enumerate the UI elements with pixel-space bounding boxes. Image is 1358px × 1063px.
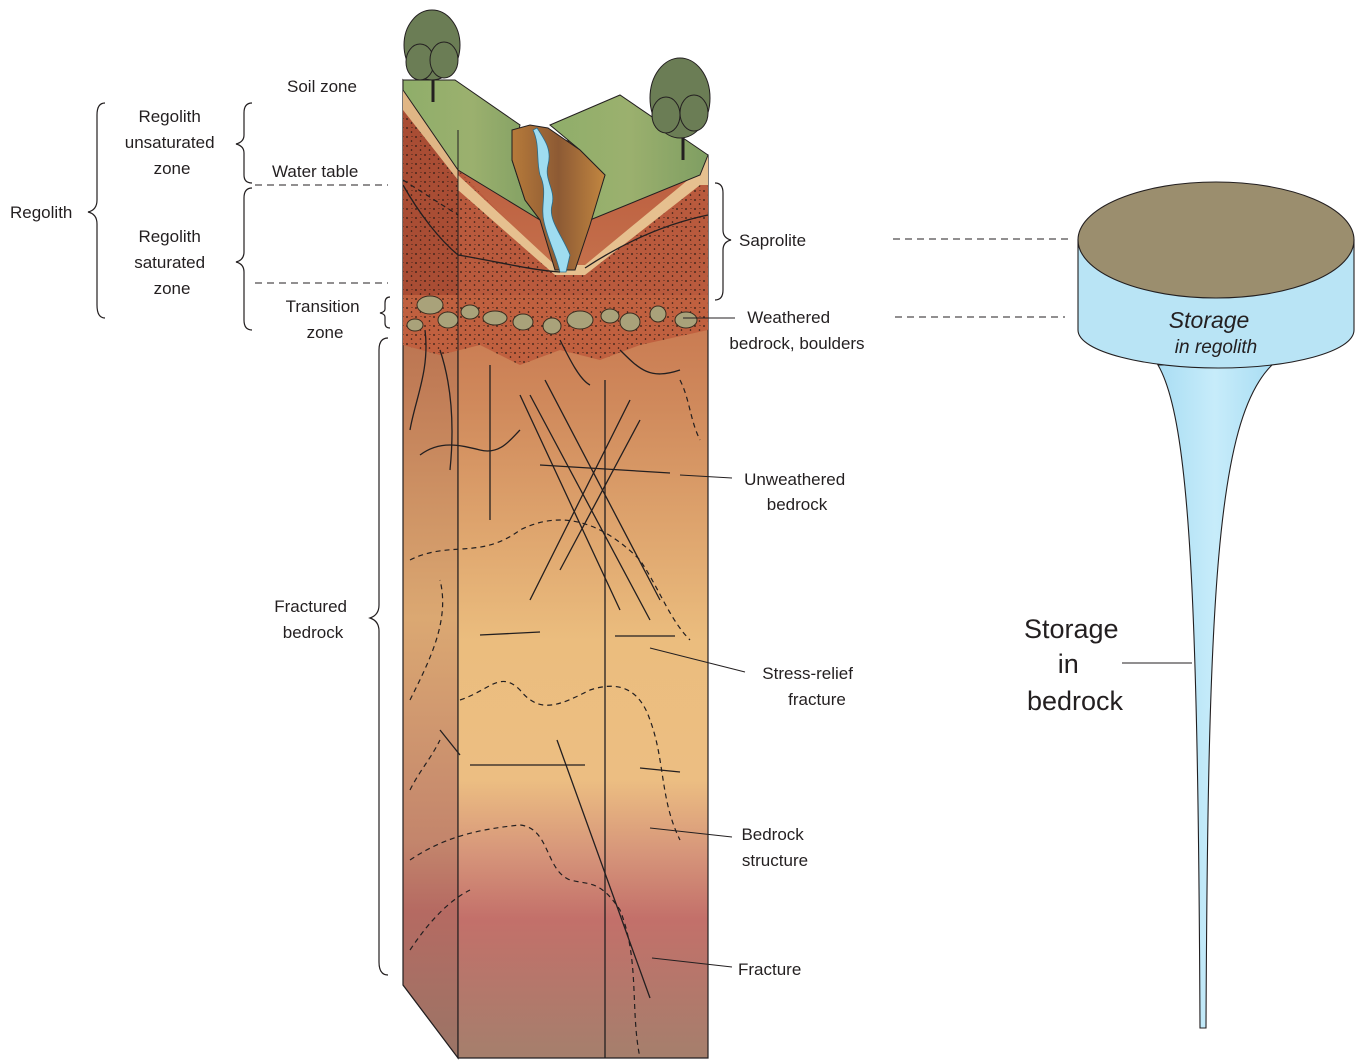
soil-zone-label: Soil zone xyxy=(287,77,357,96)
cross-section-block xyxy=(403,80,708,1058)
fracture-label: Fracture xyxy=(738,960,801,979)
bedrock-structure-label: Bedrock structure xyxy=(741,825,808,870)
storage-bedrock-label: Storage in bedrock xyxy=(1024,614,1126,716)
regolith-unsaturated-label: Regolith unsaturated zone xyxy=(125,107,220,178)
transition-brace xyxy=(380,297,390,328)
regolith-label: Regolith xyxy=(10,203,72,222)
saturated-brace xyxy=(236,188,252,330)
weathered-bedrock-label: Weathered bedrock, boulders xyxy=(729,308,864,353)
unsaturated-brace xyxy=(236,103,252,183)
regolith-brace xyxy=(88,103,105,318)
storage-regolith-top xyxy=(1078,182,1354,298)
stress-relief-fracture-label: Stress-relief fracture xyxy=(762,664,857,709)
saprolite-label: Saprolite xyxy=(739,231,806,250)
saprolite-brace xyxy=(715,183,731,300)
transition-zone-label: Transition zone xyxy=(286,297,365,342)
fractured-bedrock-brace xyxy=(370,338,388,975)
regolith-saturated-label: Regolith saturated zone xyxy=(134,227,210,298)
storage-bedrock-stem xyxy=(1158,365,1272,1028)
storage-regolith-label: Storage in regolith xyxy=(1169,307,1257,358)
fractured-bedrock-label: Fractured bedrock xyxy=(274,597,351,642)
water-table-label: Water table xyxy=(272,162,358,181)
unweathered-bedrock-label: Unweathered bedrock xyxy=(744,470,850,514)
